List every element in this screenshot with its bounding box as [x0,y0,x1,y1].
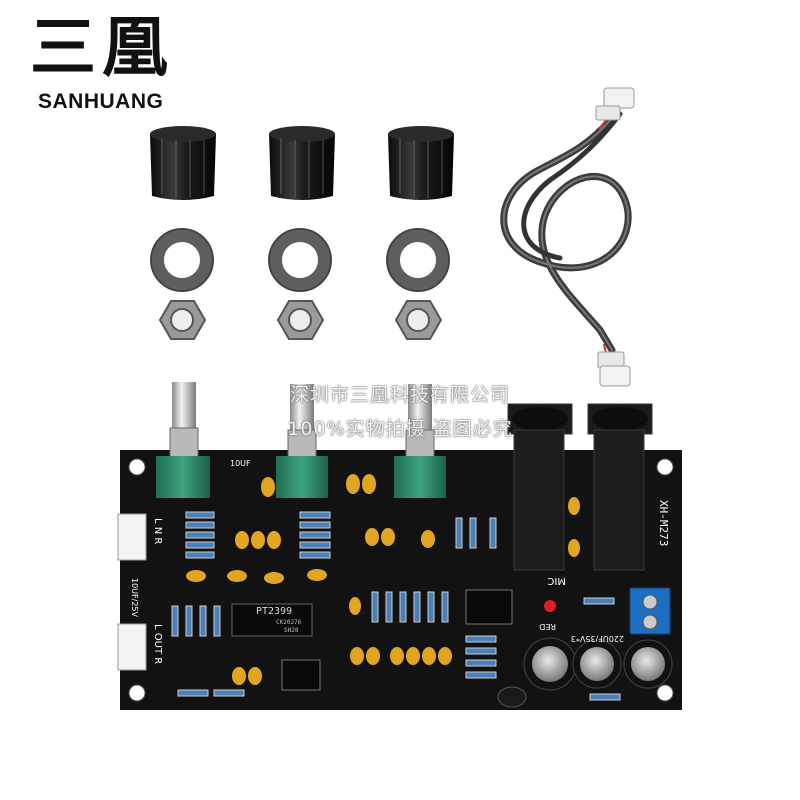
mic-jack-1 [507,403,573,571]
pot-label: 10UF [230,459,251,468]
connector-ln-r [117,513,147,561]
hex-nut-1 [158,300,207,340]
terminal-block [629,587,671,635]
connector-top-label: L N R [152,518,163,544]
electrolytic-capacitor-4 [497,686,527,708]
side-label: 10UF/25V [130,578,139,618]
connector-bottom-label: L OUT R [152,624,163,664]
potentiometer-1 [156,382,210,498]
watermark-company: 深圳市三凰科技有限公司 [289,384,510,406]
chip-mark-1: CK20276 [276,619,302,626]
led-label: RED [539,622,556,631]
electrolytic-capacitor-1 [523,637,577,691]
board-model-label: XH-M273 [657,500,670,546]
potentiometer-2 [276,384,328,498]
ic-chip-2 [281,659,321,691]
ic-chip-3 [465,589,513,625]
cable-connector-top [595,87,635,121]
knob-3 [388,126,454,200]
knob-2 [269,126,335,200]
capacitor-label: 220UF/35V*3 [571,634,624,643]
washer-3 [386,228,450,292]
knob-1 [150,126,216,200]
ceramic-capacitors [186,474,580,685]
pt2399-chip [231,603,313,637]
chip-mark-2: SH28 [284,627,299,634]
mic-jack-2 [587,403,653,571]
mic-label: MIC [547,575,566,586]
cable-connector-bottom [597,351,631,387]
brand-logo-chinese: 三凰 [30,8,174,86]
cable-harness [500,111,632,361]
electrolytic-capacitor-2 [572,639,622,689]
washer-1 [150,228,214,292]
chip-label: PT2399 [256,606,292,617]
resistors [171,511,621,701]
connector-lout-r [117,623,147,671]
washer-2 [268,228,332,292]
watermark-notice: 100%实物拍摄 盗图必究 [287,418,513,440]
electrolytic-capacitor-3 [623,639,673,689]
red-led [544,600,556,612]
brand-logo-english: SANHUANG [38,90,164,113]
hex-nut-2 [276,300,325,340]
hex-nut-3 [394,300,443,340]
potentiometer-3 [394,384,446,498]
